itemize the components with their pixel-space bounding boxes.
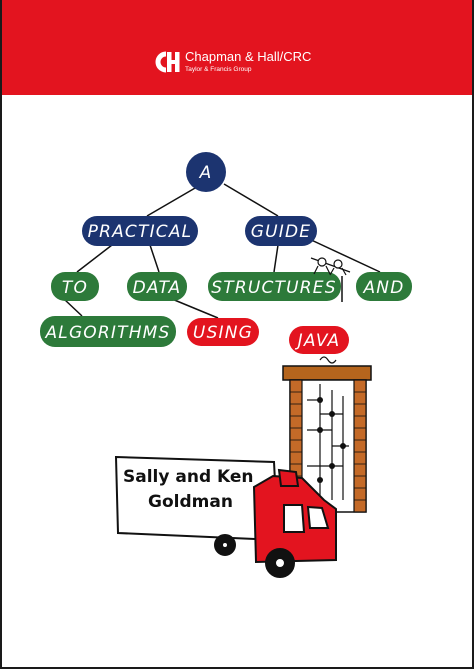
word-to: TO [62, 278, 88, 298]
node-to: TO [51, 272, 99, 301]
word-practical: PRACTICAL [88, 222, 193, 242]
word-a: A [199, 163, 213, 183]
publisher-subtitle: Taylor & Francis Group [185, 66, 252, 73]
node-java: JAVA [289, 326, 349, 354]
node-and: AND [356, 272, 412, 301]
node-structures: STRUCTURES [208, 272, 341, 301]
author-line-1: Sally and Ken [123, 467, 254, 487]
word-and: AND [362, 278, 404, 298]
node-data: DATA [127, 272, 187, 301]
word-guide: GUIDE [251, 222, 311, 242]
word-structures: STRUCTURES [211, 278, 336, 298]
ch-monogram-icon [155, 51, 180, 73]
author-line-2: Goldman [148, 492, 233, 512]
word-using: USING [193, 323, 253, 343]
publisher-band: Chapman & Hall/CRC Taylor & Francis Grou… [2, 0, 472, 95]
node-guide: GUIDE [245, 216, 317, 246]
truck-cab [252, 468, 337, 564]
moving-truck: Sally and Ken Goldman [114, 455, 337, 578]
node-using: USING [187, 318, 259, 346]
word-algorithms: ALGORITHMS [44, 323, 170, 343]
node-algorithms: ALGORITHMS [40, 316, 176, 347]
workers-illustration [310, 257, 351, 364]
word-java: JAVA [295, 331, 341, 351]
publisher-name: Chapman & Hall/CRC [185, 49, 312, 64]
word-data: DATA [133, 278, 182, 298]
truck-wheels [214, 534, 295, 578]
node-practical: PRACTICAL [82, 216, 198, 246]
node-a: A [186, 152, 226, 192]
tree-edges [63, 183, 381, 319]
